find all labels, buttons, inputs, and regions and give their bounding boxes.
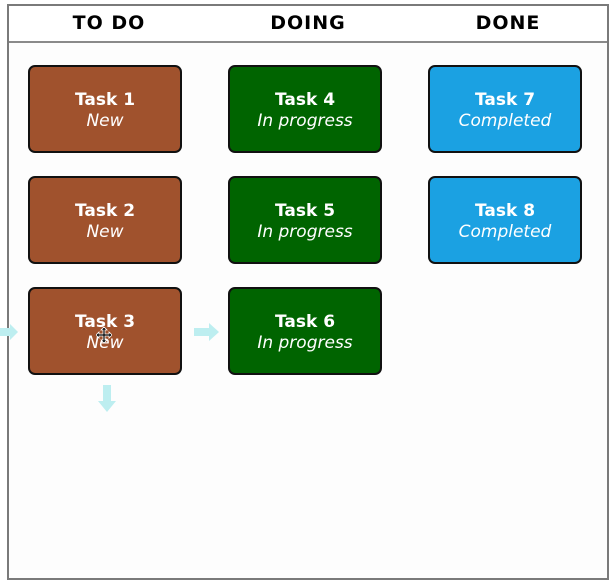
- task-title: Task 3: [74, 312, 136, 332]
- task-status: New: [86, 222, 124, 242]
- task-status: In progress: [257, 222, 353, 242]
- task-title: Task 7: [474, 90, 536, 110]
- task-card-8[interactable]: Task 8 Completed: [428, 176, 582, 264]
- task-card-6[interactable]: Task 6 In progress: [228, 287, 382, 375]
- task-title: Task 2: [74, 201, 136, 221]
- task-title: Task 4: [274, 90, 336, 110]
- task-status: New: [86, 333, 124, 353]
- task-card-3[interactable]: Task 3 New: [28, 287, 182, 375]
- task-title: Task 5: [274, 201, 336, 221]
- task-status: In progress: [257, 111, 353, 131]
- task-title: Task 8: [474, 201, 536, 221]
- task-status: In progress: [257, 333, 353, 353]
- task-card-7[interactable]: Task 7 Completed: [428, 65, 582, 153]
- column-title-done: DONE: [475, 12, 541, 34]
- task-card-1[interactable]: Task 1 New: [28, 65, 182, 153]
- task-status: New: [86, 111, 124, 131]
- move-cursor-icon: [96, 327, 112, 343]
- task-card-4[interactable]: Task 4 In progress: [228, 65, 382, 153]
- column-title-todo: TO DO: [72, 12, 146, 34]
- task-title: Task 1: [74, 90, 136, 110]
- arrow-down-icon[interactable]: [98, 385, 116, 413]
- task-card-2[interactable]: Task 2 New: [28, 176, 182, 264]
- task-status: Completed: [458, 222, 552, 242]
- task-card-5[interactable]: Task 5 In progress: [228, 176, 382, 264]
- task-title: Task 6: [274, 312, 336, 332]
- task-status: Completed: [458, 111, 552, 131]
- arrow-right-icon[interactable]: [194, 323, 220, 341]
- board-header: TO DO DOING DONE: [9, 6, 607, 43]
- arrow-left-icon[interactable]: [0, 324, 20, 340]
- column-title-doing: DOING: [270, 12, 346, 34]
